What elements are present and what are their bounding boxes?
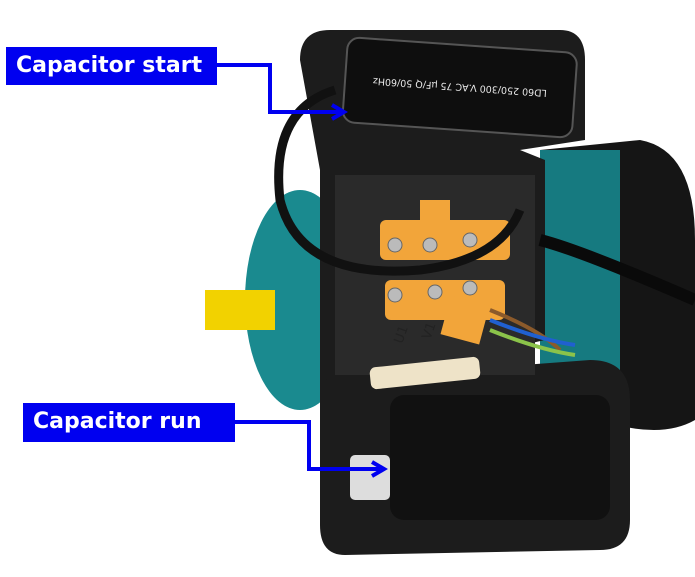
arrow-start: [217, 63, 340, 114]
terminal-label-u1: U1: [392, 324, 412, 346]
arrow-start-head: [330, 103, 348, 121]
terminal-label-v1: V1: [420, 320, 440, 341]
label-capacitor-start: Capacitor start: [6, 47, 217, 85]
run-capacitor: [390, 395, 610, 520]
terminal-screws: [387, 232, 478, 303]
arrow-run: [235, 420, 380, 471]
label-arrows: [217, 63, 388, 478]
motor-shaft: [205, 290, 275, 330]
start-capacitor: LD60 250/300 V.AC 75 µF/Q 50/60Hz: [341, 36, 578, 139]
cable-sleeve: [369, 356, 481, 390]
arrow-run-head: [370, 460, 388, 478]
label-capacitor-run: Capacitor run: [23, 403, 235, 442]
wire-green-yellow: [489, 328, 576, 357]
wire-brown: [489, 308, 562, 352]
power-cable: [538, 234, 695, 306]
start-capacitor-cable: [274, 85, 525, 276]
run-capacitor-connector: [350, 455, 390, 500]
wire-blue: [489, 318, 576, 347]
